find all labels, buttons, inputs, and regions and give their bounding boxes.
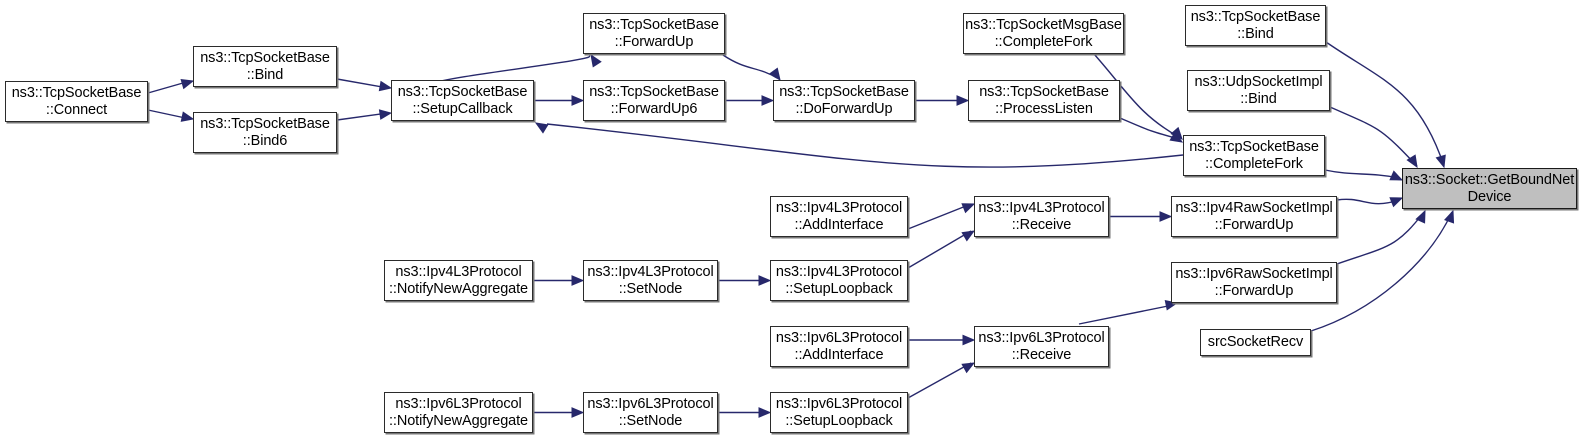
graph-node-ipv6_receive[interactable]: ns3::Ipv6L3Protocol ::Receive	[974, 326, 1109, 367]
graph-node-bind_right[interactable]: ns3::TcpSocketBase ::Bind	[1185, 5, 1326, 46]
edge-arrow	[1389, 197, 1404, 208]
graph-node-connect[interactable]: ns3::TcpSocketBase ::Connect	[5, 81, 148, 122]
graph-node-ipv4_receive[interactable]: ns3::Ipv4L3Protocol ::Receive	[974, 196, 1109, 237]
edge-path	[1119, 117, 1180, 140]
edge-arrow	[534, 122, 549, 134]
edge-arrow	[768, 67, 781, 82]
graph-node-ipv6_loopback[interactable]: ns3::Ipv6L3Protocol ::SetupLoopback	[770, 392, 908, 433]
edge-arrow	[1169, 131, 1184, 143]
graph-node-ipv4_loopback[interactable]: ns3::Ipv4L3Protocol ::SetupLoopback	[770, 260, 908, 301]
edge-arrow	[1435, 154, 1446, 169]
edge-arrow	[378, 80, 393, 92]
graph-node-tcp_completefork[interactable]: ns3::TcpSocketBase ::CompleteFork	[1183, 135, 1325, 176]
edge-path	[336, 112, 389, 121]
edge-arrow	[571, 407, 585, 418]
graph-node-ipv4raw_fwd[interactable]: ns3::Ipv4RawSocketImpl ::ForwardUp	[1171, 196, 1337, 237]
edge-path	[336, 78, 389, 89]
graph-node-ipv4_notify[interactable]: ns3::Ipv4L3Protocol ::NotifyNewAggregate	[384, 260, 533, 301]
edge-path	[1336, 198, 1400, 205]
graph-node-processlisten[interactable]: ns3::TcpSocketBase ::ProcessListen	[968, 80, 1120, 121]
graph-node-ipv4_setnode[interactable]: ns3::Ipv4L3Protocol ::SetNode	[583, 260, 718, 301]
edge-arrow	[758, 275, 772, 286]
edge-arrow	[962, 334, 976, 346]
graph-node-bind_left[interactable]: ns3::TcpSocketBase ::Bind	[193, 46, 337, 87]
graph-node-bind6[interactable]: ns3::TcpSocketBase ::Bind6	[193, 112, 337, 153]
graph-node-setupcallback[interactable]: ns3::TcpSocketBase ::SetupCallback	[391, 80, 534, 121]
edge-path	[1324, 169, 1400, 179]
graph-node-forwardup6[interactable]: ns3::TcpSocketBase ::ForwardUp6	[583, 80, 725, 121]
edge-arrow	[961, 203, 976, 214]
edge-arrow	[1415, 209, 1426, 224]
edge-arrow	[758, 407, 772, 418]
graph-node-ipv6raw_fwd[interactable]: ns3::Ipv6RawSocketImpl ::ForwardUp	[1171, 262, 1337, 303]
graph-node-ipv4_addif[interactable]: ns3::Ipv4L3Protocol ::AddInterface	[770, 196, 908, 237]
edge-arrow	[180, 111, 195, 122]
edge-arrow	[1444, 209, 1455, 224]
edge-arrow	[571, 275, 585, 286]
edge-arrow	[590, 53, 602, 68]
edge-arrow	[378, 109, 393, 120]
edge-path	[1310, 211, 1453, 332]
edge-path	[1329, 106, 1418, 167]
edge-path	[1078, 304, 1174, 325]
graph-node-srcsocketrecv[interactable]: srcSocketRecv	[1200, 329, 1311, 356]
edge-path	[907, 230, 972, 269]
edge-path	[907, 362, 972, 399]
edge-arrow	[961, 230, 976, 242]
edge-arrow	[1406, 154, 1418, 169]
edge-path	[1325, 41, 1445, 167]
graph-node-doforwardup[interactable]: ns3::TcpSocketBase ::DoForwardUp	[773, 80, 915, 121]
graph-node-msgbase_fork[interactable]: ns3::TcpSocketMsgBase ::CompleteFork	[963, 13, 1124, 54]
edge-arrow	[180, 79, 195, 90]
graph-node-getboundnetdevice[interactable]: ns3::Socket::GetBoundNet Device	[1402, 168, 1577, 209]
edge-arrow	[571, 95, 585, 106]
edge-arrow	[761, 95, 775, 106]
edge-arrow	[1159, 211, 1173, 222]
graph-node-forwardup[interactable]: ns3::TcpSocketBase ::ForwardUp	[583, 13, 725, 54]
graph-node-udp_bind[interactable]: ns3::UdpSocketImpl ::Bind	[1187, 70, 1330, 111]
edge-path	[1093, 53, 1180, 138]
edge-arrow	[956, 95, 970, 106]
edge-path	[722, 54, 778, 79]
graph-node-ipv6_notify[interactable]: ns3::Ipv6L3Protocol ::NotifyNewAggregate	[384, 392, 533, 433]
edge-path	[1336, 211, 1425, 265]
edge-arrow	[1389, 170, 1404, 181]
edge-arrow	[961, 362, 976, 374]
edge-path	[546, 123, 1184, 168]
edge-path	[907, 203, 972, 230]
graph-node-ipv6_setnode[interactable]: ns3::Ipv6L3Protocol ::SetNode	[583, 392, 718, 433]
graph-node-ipv6_addif[interactable]: ns3::Ipv6L3Protocol ::AddInterface	[770, 326, 908, 367]
